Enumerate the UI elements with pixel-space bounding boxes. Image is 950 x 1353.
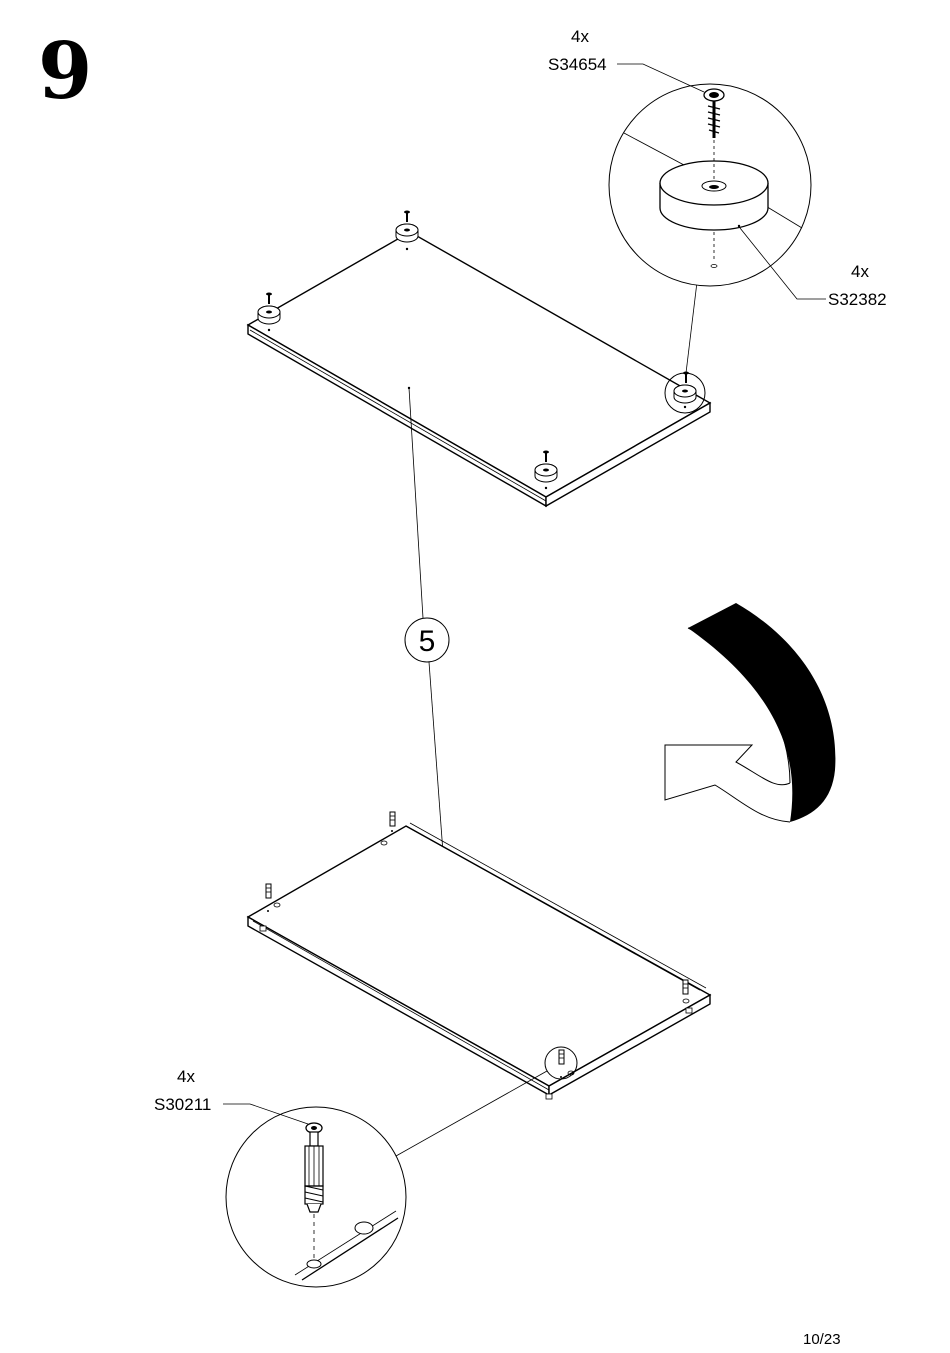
screw-top-2 (266, 293, 272, 305)
cam-bolt-code: S30211 (154, 1095, 211, 1114)
panel-callout: 5 (405, 387, 449, 881)
cam-bolt-qty: 4x (177, 1067, 195, 1086)
detail-leader-top (686, 282, 697, 373)
panel-number: 5 (419, 625, 436, 658)
flip-arrow-icon (665, 603, 835, 822)
screw-qty: 4x (571, 27, 589, 46)
step-number: 9 (38, 26, 92, 117)
cam-bolt-3 (683, 980, 688, 994)
top-panel (248, 232, 710, 506)
cam-bolt-1 (390, 812, 395, 832)
bottom-panel (248, 823, 710, 1099)
screw-code: S34654 (548, 55, 607, 74)
foot-code: S32382 (828, 290, 887, 309)
page-number: 10/23 (803, 1331, 841, 1348)
foot-qty: 4x (851, 262, 869, 281)
foot-detail-view (609, 84, 811, 286)
screw-top-1 (404, 211, 410, 223)
screw-top-3 (683, 372, 689, 384)
detail-leader-bottom (396, 1071, 547, 1156)
